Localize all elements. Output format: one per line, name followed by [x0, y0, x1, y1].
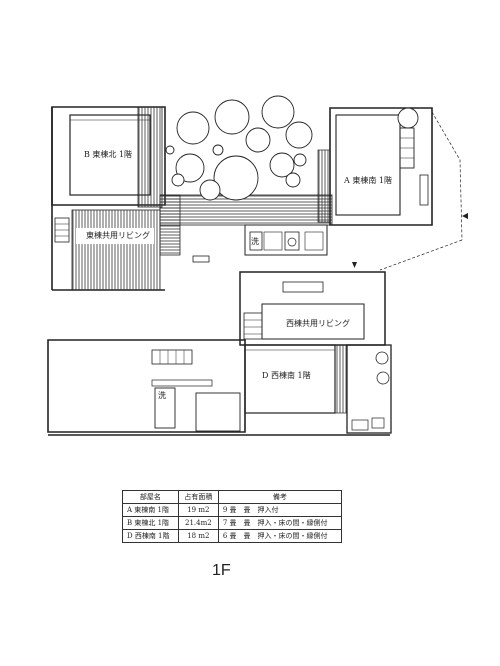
- room-label-b-north: B 東棟北 1階: [84, 149, 132, 159]
- cell-notes: 7 畳 畳 押入・床の間・縁側付: [217, 516, 343, 530]
- east-building: [51, 106, 463, 291]
- cell-room: A 東棟南 1階: [122, 503, 179, 517]
- column-header-notes: 備考: [217, 490, 343, 504]
- room-label-a-south: A 東棟南 1階: [343, 175, 392, 185]
- table-row: A 東棟南 1階 19 m2 9 畳 畳 押入付: [122, 503, 343, 517]
- cell-area: 19 m2: [177, 503, 219, 517]
- west-building: [47, 271, 392, 436]
- cell-room: D 西棟南 1階: [122, 529, 179, 543]
- room-label-east-living: 東棟共用リビング: [86, 230, 150, 240]
- table-row: D 西棟南 1階 18 m2 6 畳 畳 押入・床の間・縁側付: [122, 529, 343, 543]
- garden: [165, 95, 419, 201]
- column-header-area: 占有面積: [177, 490, 219, 504]
- floor-label: 1F: [212, 562, 231, 579]
- entrance-arrow-icon: [352, 262, 357, 268]
- area-table: 部屋名 占有面積 備考 A 東棟南 1階 19 m2 9 畳 畳 押入付 B 東…: [122, 490, 343, 543]
- cell-notes: 6 畳 畳 押入・床の間・縁側付: [217, 529, 343, 543]
- cell-notes: 9 畳 畳 押入付: [217, 503, 343, 517]
- room-label-west-living: 西棟共用リビング: [286, 318, 350, 328]
- toilet-label-east: 洗: [251, 236, 259, 246]
- table-row: B 東棟北 1階 21.4m2 7 畳 畳 押入・床の間・縁側付: [122, 516, 343, 530]
- cell-area: 21.4m2: [177, 516, 219, 530]
- room-label-d-south: D 西棟南 1階: [262, 370, 311, 380]
- column-header-room: 部屋名: [122, 490, 179, 504]
- cell-area: 18 m2: [177, 529, 219, 543]
- cell-room: B 東棟北 1階: [122, 516, 179, 530]
- entrance-arrows: [352, 213, 468, 268]
- table-header-row: 部屋名 占有面積 備考: [122, 490, 343, 504]
- toilet-label: 洗: [158, 390, 166, 400]
- entrance-arrow-icon: [462, 213, 468, 219]
